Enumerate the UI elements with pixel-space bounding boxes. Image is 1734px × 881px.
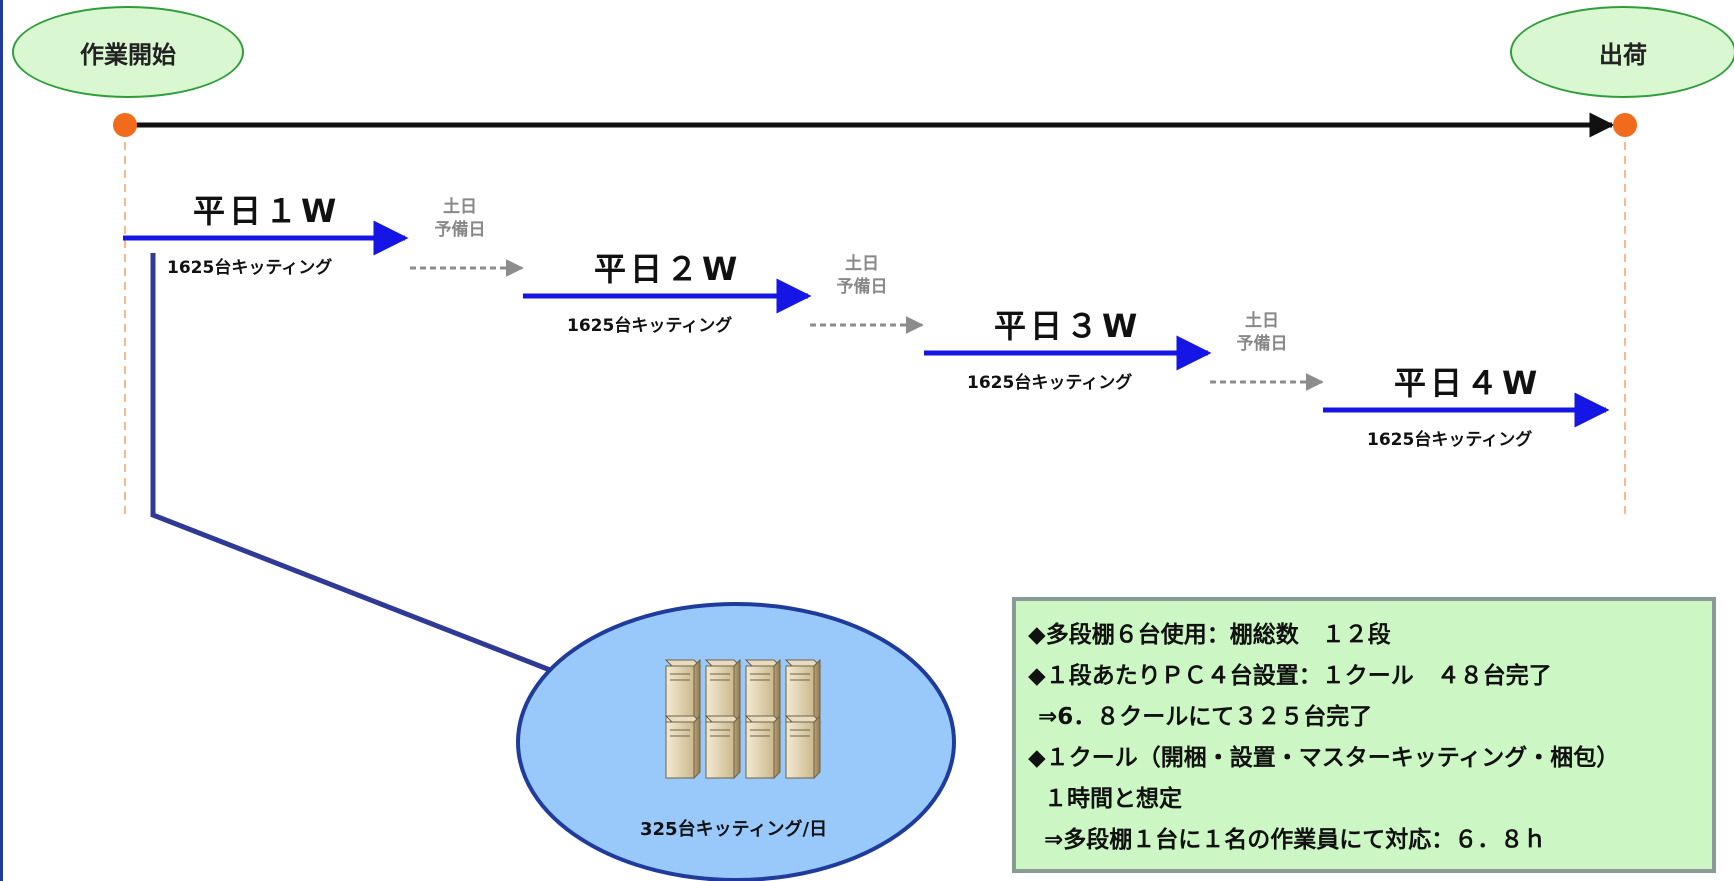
server-icon (744, 714, 782, 780)
server-icon (784, 658, 822, 724)
notes-box: ◆多段棚６台使用：棚総数 １２段 ◆１段あたりＰＣ４台設置：１クール ４８台完了… (1012, 597, 1716, 873)
server-icon (664, 658, 702, 724)
note-line: ◆多段棚６台使用：棚総数 １２段 (1028, 622, 1391, 648)
note-line: ⇒多段棚１台に１名の作業員にて対応：６．８ｈ (1044, 827, 1547, 853)
server-icon-group (664, 658, 822, 780)
server-icon (704, 714, 742, 780)
server-icon (784, 714, 822, 780)
rest-2-line2: 予備日 (836, 277, 888, 297)
week-1-title: 平日１W (193, 192, 341, 230)
start-milestone-dot (113, 113, 137, 137)
rest-1-line2: 予備日 (434, 220, 486, 240)
note-line: ◆１クール（開梱・設置・マスターキッティング・梱包） (1028, 745, 1620, 771)
rest-2-label: 土日 予備日 (827, 253, 897, 299)
left-border (0, 0, 3, 881)
server-icon (664, 714, 702, 780)
rest-1-label: 土日 予備日 (425, 196, 495, 242)
rest-3-line1: 土日 (1245, 311, 1279, 331)
week-4-title: 平日４W (1394, 364, 1542, 402)
end-label: 出荷 (1510, 6, 1734, 98)
note-line: ◆１段あたりＰＣ４台設置：１クール ４８台完了 (1028, 663, 1552, 689)
server-icon (744, 658, 782, 724)
start-label: 作業開始 (12, 6, 244, 98)
rest-1-line1: 土日 (443, 197, 477, 217)
week-3-title: 平日３W (994, 307, 1142, 345)
server-icon (704, 658, 742, 724)
week-2-title: 平日２W (594, 250, 742, 288)
week-2-sub: 1625台キッティング (567, 316, 733, 336)
rest-3-label: 土日 予備日 (1227, 310, 1297, 356)
rest-3-line2: 予備日 (1236, 334, 1288, 354)
week-1-sub: 1625台キッティング (167, 258, 333, 278)
rest-2-line1: 土日 (845, 254, 879, 274)
end-milestone-dot (1613, 113, 1637, 137)
week-4-sub: 1625台キッティング (1367, 430, 1533, 450)
note-line: １時間と想定 (1044, 786, 1182, 812)
week-3-sub: 1625台キッティング (967, 373, 1133, 393)
connector-line (150, 253, 551, 673)
note-line: ⇒6．８クールにて３２５台完了 (1038, 704, 1373, 730)
daily-caption: 325台キッティング/日 (640, 819, 828, 840)
